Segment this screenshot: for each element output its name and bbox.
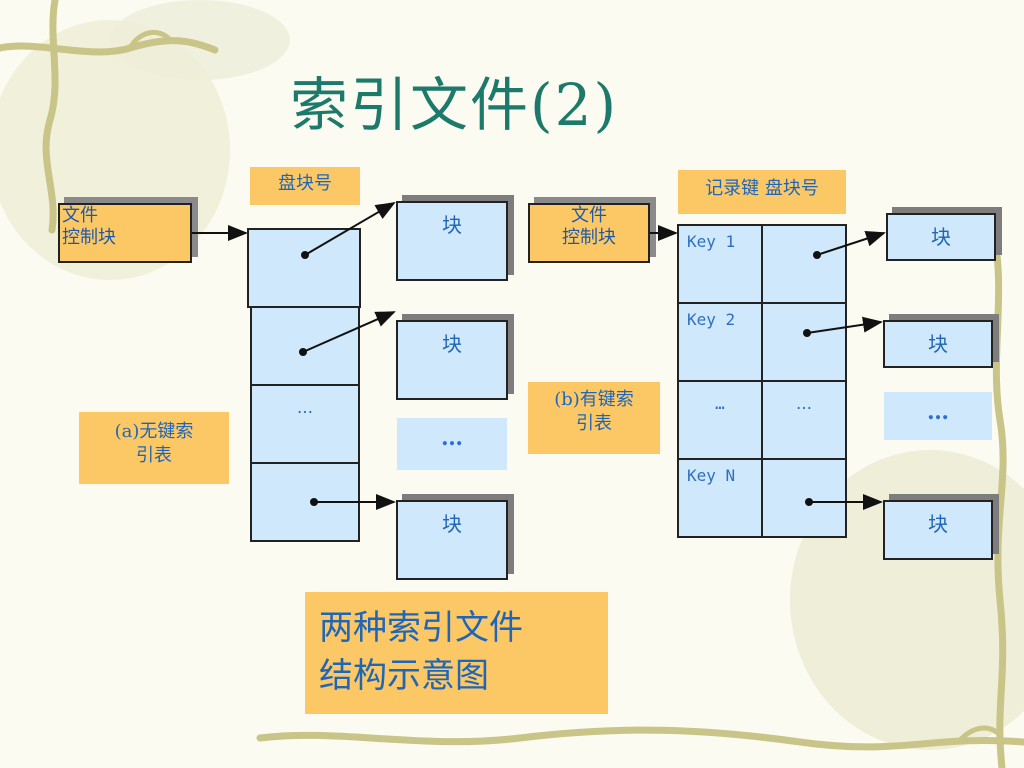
summary-caption: 两种索引文件 结构示意图 [305, 592, 608, 714]
ptr-cell-2 [761, 302, 847, 382]
ctrl-line2: 控制块 [562, 227, 616, 248]
record-key-disk-label: 记录键 盘块号 [678, 170, 846, 214]
caption-line1: (b)有键索 [554, 389, 634, 410]
block-dots: … [441, 425, 463, 451]
data-block-right-1: 块 [886, 213, 996, 261]
block-label: 块 [442, 332, 462, 356]
ptr-cell-n [761, 458, 847, 538]
data-block-left-2: 块 [396, 320, 508, 400]
block-label: 块 [928, 332, 948, 356]
ptr-ellipsis-text: … [796, 394, 812, 413]
summary-line1: 两种索引文件 [319, 608, 523, 648]
arrow-ptr2-left [302, 311, 396, 353]
block-ellipsis-left: … [397, 418, 507, 470]
block-label: 块 [931, 225, 951, 249]
data-block-left-1: 块 [396, 201, 508, 281]
file-control-block-left: 文件 控制块 [58, 203, 192, 263]
key-text: Key 2 [687, 310, 736, 329]
arrow-ptr1-right [816, 231, 886, 256]
key-text: Key N [687, 466, 736, 485]
pointer-dot [803, 329, 811, 337]
disk-number-label: 盘块号 [250, 167, 360, 205]
key-cell-n: Key N [677, 458, 763, 538]
ptr-cell-ellipsis: … [761, 380, 847, 460]
cell-ellipsis-text: … [297, 398, 313, 417]
pointer-dot [805, 498, 813, 506]
arrow-ptr1-left [304, 201, 396, 256]
block-label: 块 [442, 213, 462, 237]
caption-line2: 引表 [136, 445, 172, 466]
pointer-dot [299, 348, 307, 356]
block-dots: … [927, 399, 949, 425]
block-ellipsis-right: … [884, 392, 992, 440]
summary-line2: 结构示意图 [319, 656, 489, 696]
ctrl-line2: 控制块 [62, 227, 116, 248]
arrow-ptr2-right [806, 316, 883, 334]
file-control-block-right: 文件 控制块 [528, 203, 650, 263]
key-text: … [715, 394, 725, 413]
key-text: Key 1 [687, 232, 736, 251]
data-block-right-3: 块 [883, 500, 993, 560]
caption-line2: 引表 [576, 413, 612, 434]
index-cell-2 [250, 306, 360, 386]
ctrl-line1: 文件 [571, 205, 607, 226]
caption-line1: (a)无键索 [114, 421, 194, 442]
data-block-left-3: 块 [396, 500, 508, 580]
block-label: 块 [442, 512, 462, 536]
ctrl-line1: 文件 [62, 205, 98, 226]
pointer-dot [310, 498, 318, 506]
data-block-right-2: 块 [883, 320, 993, 368]
block-label: 块 [928, 512, 948, 536]
pointer-dot [301, 251, 309, 259]
caption-right: (b)有键索 引表 [528, 382, 660, 454]
caption-left: (a)无键索 引表 [79, 412, 229, 484]
pointer-dot [813, 251, 821, 259]
page-title: 索引文件(2) [290, 71, 619, 139]
key-cell-1: Key 1 [677, 224, 763, 304]
